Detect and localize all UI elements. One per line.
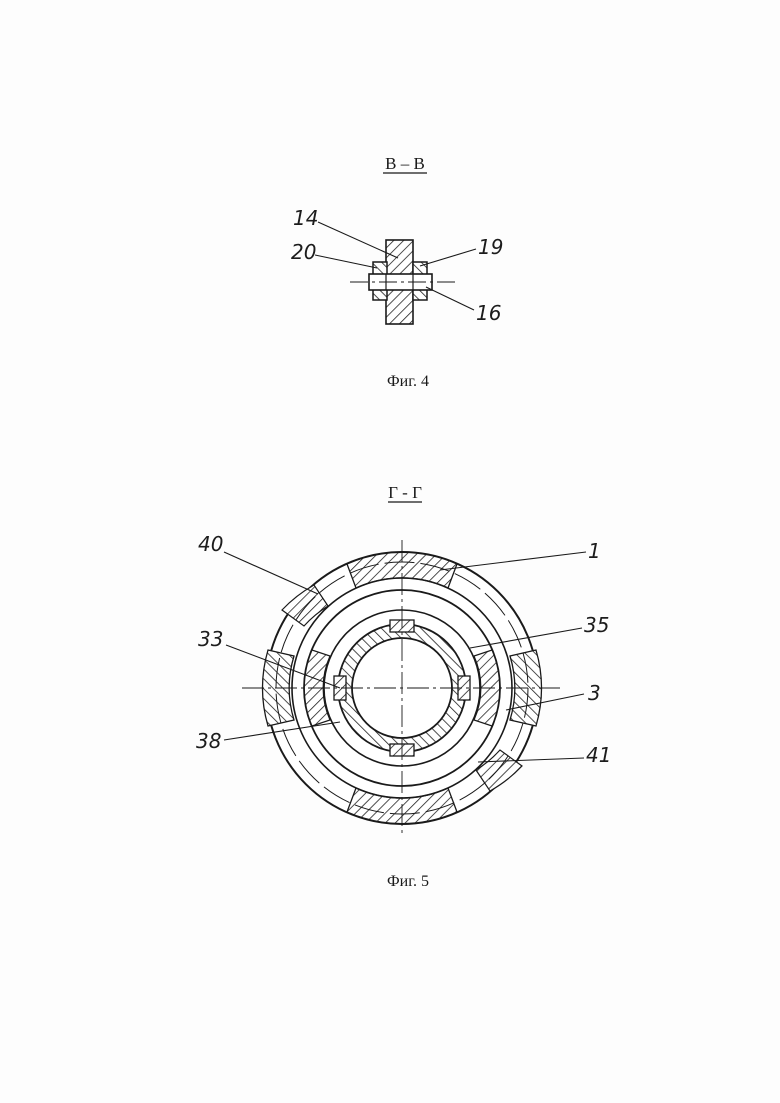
callout-3: 3: [588, 681, 601, 705]
callout-41: 41: [586, 743, 611, 767]
callout-40: 40: [198, 532, 223, 556]
leader-19: [420, 249, 476, 266]
leader-1: [440, 552, 586, 570]
figure-4-caption: Фиг. 4: [387, 373, 429, 390]
section-label-g-g: Г - Г: [388, 483, 422, 502]
callout-38: 38: [196, 729, 221, 753]
callout-35: 35: [584, 613, 609, 637]
callout-33: 33: [198, 627, 223, 651]
leader-20: [315, 255, 377, 268]
leader-16: [426, 287, 474, 310]
callout-19: 19: [478, 235, 503, 259]
callout-1: 1: [588, 539, 601, 563]
callout-20: 20: [291, 240, 316, 264]
section-label-b-b: В – В: [385, 154, 425, 173]
figure-4: В – В 14 20 19 16 Фиг. 4: [291, 154, 503, 390]
leader-40: [224, 552, 318, 594]
figure-5: Г - Г: [196, 483, 611, 890]
callout-16: 16: [476, 301, 501, 325]
callout-14: 14: [293, 206, 318, 230]
figure-5-caption: Фиг. 5: [387, 873, 429, 890]
